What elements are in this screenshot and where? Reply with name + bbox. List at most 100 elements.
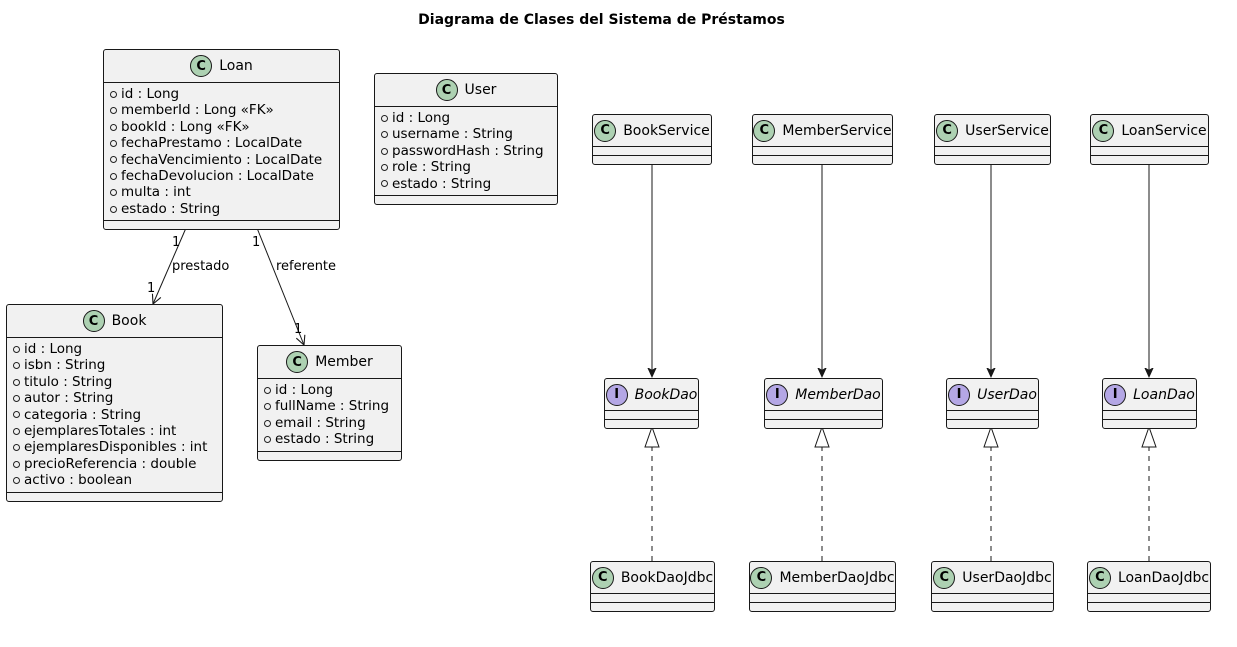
public-visibility-icon	[13, 411, 20, 419]
attribute: estado : String	[110, 201, 339, 217]
attribute: fechaDevolucion : LocalDate	[110, 168, 339, 184]
diagram-title: Diagrama de Clases del Sistema de Présta…	[418, 12, 785, 28]
methods-section	[1088, 603, 1210, 611]
interface-icon: I	[605, 383, 628, 406]
interface-memberdao[interactable]: I MemberDao	[764, 378, 883, 429]
class-icon: C	[1092, 119, 1115, 142]
attribute: email : String	[264, 415, 401, 431]
realization-memberdaojdbc-memberdao	[814, 425, 830, 561]
public-visibility-icon	[13, 362, 20, 370]
attribute: bookId : Long «FK»	[110, 119, 339, 135]
methods-section	[1091, 156, 1208, 164]
class-memberservice[interactable]: C MemberService	[752, 114, 893, 165]
class-book[interactable]: C Book id : Long isbn : String titulo : …	[6, 304, 223, 502]
interface-icon: I	[766, 383, 789, 406]
interface-name: LoanDao	[1133, 386, 1195, 403]
attribute: autor : String	[13, 390, 222, 406]
class-userdaojdbc[interactable]: C UserDaoJdbc	[931, 561, 1054, 612]
class-icon: C	[591, 566, 614, 589]
attribute: titulo : String	[13, 374, 222, 390]
association-loan-member	[256, 227, 304, 345]
class-icon: C	[435, 79, 458, 101]
attributes-section	[947, 411, 1038, 420]
interface-userdao[interactable]: I UserDao	[946, 378, 1039, 429]
class-memberdaojdbc[interactable]: C MemberDaoJdbc	[749, 561, 896, 612]
attributes-section	[593, 147, 711, 156]
public-visibility-icon	[264, 386, 271, 394]
class-icon: C	[753, 119, 776, 142]
interface-icon: I	[948, 383, 971, 406]
class-user[interactable]: C User id : Long username : String passw…	[374, 73, 558, 206]
attribute: role : String	[381, 159, 557, 175]
methods-section	[765, 420, 882, 428]
attribute: isbn : String	[13, 357, 222, 373]
methods-section	[753, 156, 892, 164]
multiplicity-loan-book-source: 1	[172, 235, 181, 250]
attributes-section	[1088, 594, 1210, 603]
attribute: estado : String	[381, 176, 557, 192]
class-loandaojdbc[interactable]: C LoanDaoJdbc	[1087, 561, 1211, 612]
attribute: id : Long	[110, 86, 339, 102]
methods-section	[947, 420, 1038, 428]
multiplicity-loan-member-source: 1	[252, 235, 261, 250]
class-name: BookService	[623, 122, 710, 139]
public-visibility-icon	[13, 345, 20, 353]
realization-userdaojdbc-userdao	[983, 425, 999, 561]
public-visibility-icon	[110, 189, 117, 197]
public-visibility-icon	[13, 444, 20, 452]
attributes-section	[765, 411, 882, 420]
public-visibility-icon	[264, 435, 271, 443]
multiplicity-loan-member-target: 1	[294, 322, 303, 337]
class-name: UserService	[965, 122, 1049, 139]
public-visibility-icon	[264, 403, 271, 411]
class-name: Loan	[219, 58, 253, 74]
public-visibility-icon	[264, 419, 271, 427]
public-visibility-icon	[110, 156, 117, 164]
attribute: fullName : String	[264, 398, 401, 414]
attribute: memberId : Long «FK»	[110, 102, 339, 118]
attribute: id : Long	[13, 341, 222, 357]
attribute: passwordHash : String	[381, 143, 557, 159]
methods-section	[375, 196, 557, 204]
class-icon: C	[190, 55, 213, 77]
public-visibility-icon	[13, 460, 20, 468]
interface-name: BookDao	[634, 386, 698, 403]
association-loan-book	[153, 227, 187, 304]
attribute: multa : int	[110, 184, 339, 200]
class-icon: C	[82, 310, 105, 332]
class-name: MemberDaoJdbc	[779, 569, 895, 586]
class-loan[interactable]: C Loan id : Long memberId : Long «FK» bo…	[103, 49, 340, 231]
class-name: BookDaoJdbc	[620, 569, 714, 586]
attribute: activo : boolean	[13, 472, 222, 488]
class-bookdaojdbc[interactable]: C BookDaoJdbc	[590, 561, 715, 612]
class-icon: C	[594, 119, 617, 142]
class-name: UserDaoJdbc	[962, 569, 1052, 586]
attribute: estado : String	[264, 431, 401, 447]
attributes-section	[605, 411, 698, 420]
class-bookservice[interactable]: C BookService	[592, 114, 712, 165]
attributes-section: id : Long username : String passwordHash…	[375, 107, 557, 197]
public-visibility-icon	[110, 90, 117, 98]
interface-name: MemberDao	[795, 386, 881, 403]
methods-section	[605, 420, 698, 428]
class-userservice[interactable]: C UserService	[934, 114, 1051, 165]
public-visibility-icon	[13, 476, 20, 484]
class-member[interactable]: C Member id : Long fullName : String ema…	[257, 345, 402, 461]
interface-bookdao[interactable]: I BookDao	[604, 378, 699, 429]
attribute: precioReferencia : double	[13, 456, 222, 472]
attributes-section	[753, 147, 892, 156]
class-loanservice[interactable]: C LoanService	[1090, 114, 1209, 165]
methods-section	[7, 493, 222, 501]
attributes-section	[1103, 411, 1196, 420]
attributes-section	[932, 594, 1053, 603]
attribute: username : String	[381, 126, 557, 142]
public-visibility-icon	[110, 123, 117, 131]
interface-loandao[interactable]: I LoanDao	[1102, 378, 1197, 429]
public-visibility-icon	[110, 107, 117, 115]
class-icon: C	[1088, 566, 1111, 589]
attributes-section: id : Long memberId : Long «FK» bookId : …	[104, 83, 339, 222]
public-visibility-icon	[110, 205, 117, 213]
methods-section	[591, 603, 714, 611]
